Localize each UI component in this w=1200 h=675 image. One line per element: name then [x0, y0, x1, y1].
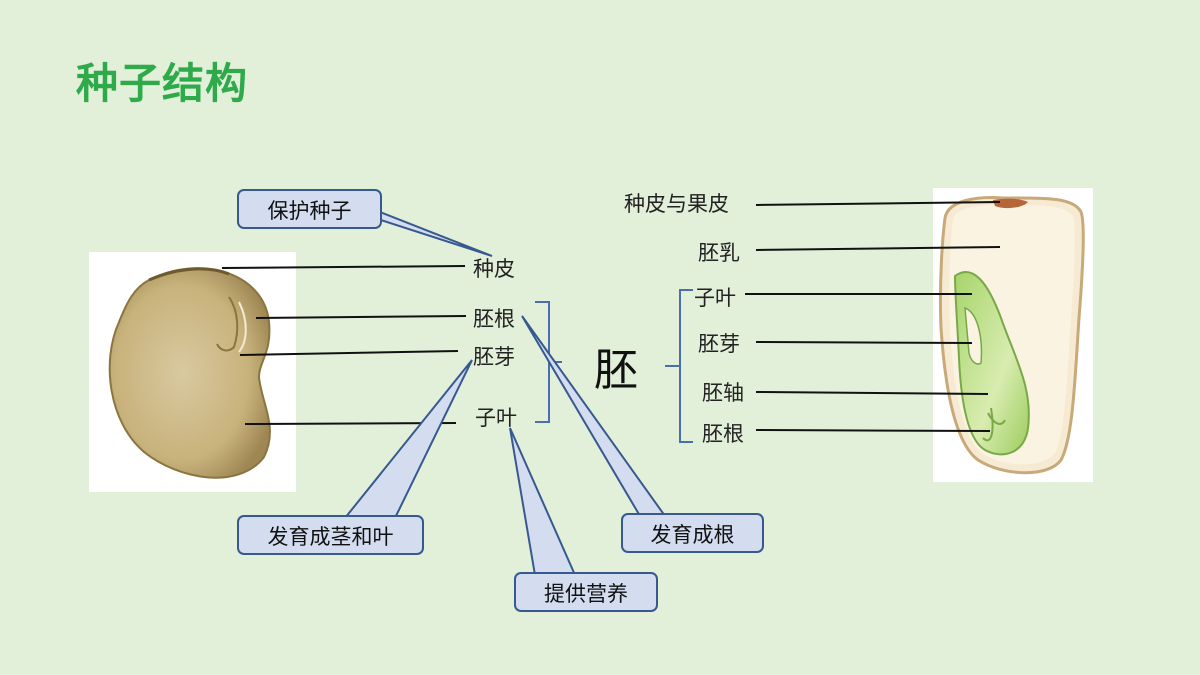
corn-endosperm-label: 胚乳: [698, 241, 740, 265]
plumule-line: [239, 350, 459, 356]
corn-coat-pericarp-label: 种皮与果皮: [624, 192, 729, 216]
endosperm-line: [755, 246, 1001, 251]
bean-cotyledon-label: 子叶: [475, 406, 517, 430]
hypocotyl-line: [755, 391, 989, 395]
page-title: 种子结构: [76, 59, 249, 108]
corn-grain-image: [933, 188, 1093, 482]
embryo-label: 胚: [594, 345, 638, 396]
stem-leaf-callout-pointer: [342, 359, 473, 519]
bean-seed-coat-label: 种皮: [473, 257, 515, 281]
bean-plumule-label: 胚芽: [473, 345, 515, 369]
corn-hypocotyl-label: 胚轴: [702, 381, 744, 405]
grow-root-callout: 发育成根: [621, 513, 764, 553]
grow-stem-leaf-callout: 发育成茎和叶: [237, 515, 424, 555]
bean-radicle-label: 胚根: [473, 307, 515, 331]
corn-plumule-line: [755, 341, 973, 344]
nutrition-callout-pointer: [509, 427, 577, 576]
nutrition-callout: 提供营养: [514, 572, 658, 612]
bean-seed-image: [89, 252, 296, 492]
corn-radicle-label: 胚根: [702, 422, 744, 446]
corn-cotyledon-label: 子叶: [694, 286, 736, 310]
radicle-line: [255, 315, 467, 319]
corn-plumule-label: 胚芽: [698, 332, 740, 356]
seed-coat-line: [221, 265, 466, 269]
coat-pericarp-line: [755, 201, 1001, 206]
bean-embryo-bracket: [535, 301, 550, 423]
corn-radicle-line: [755, 429, 991, 432]
protect-seed-callout: 保护种子: [237, 189, 382, 229]
corn-embryo-bracket: [679, 289, 693, 443]
